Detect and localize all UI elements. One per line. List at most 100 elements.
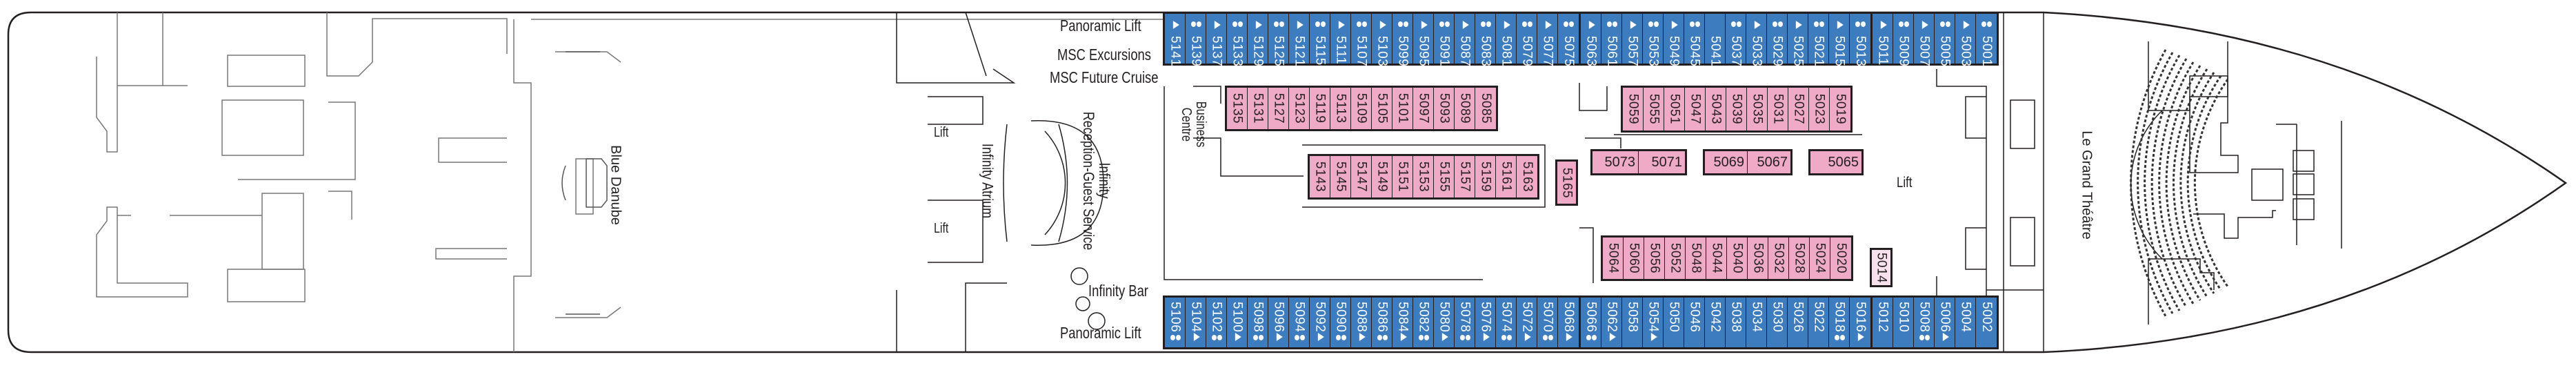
cabin[interactable]: 5035 <box>1747 88 1768 130</box>
cabin[interactable]: 5012 <box>1873 298 1893 347</box>
cabin[interactable]: 5085 <box>1475 88 1496 129</box>
cabin[interactable]: 5106 <box>1165 298 1186 347</box>
cabin[interactable]: 5044 <box>1706 238 1727 279</box>
cabin[interactable]: 5002 <box>1976 298 1997 347</box>
cabin[interactable]: 5082 <box>1413 298 1434 347</box>
cabin[interactable]: 5024 <box>1810 238 1830 279</box>
cabin[interactable]: 5111 <box>1330 14 1351 64</box>
cabin[interactable]: 5015 <box>1829 14 1850 66</box>
cabin[interactable]: 5145 <box>1330 156 1351 197</box>
cabin[interactable]: 5079 <box>1517 14 1537 66</box>
cabin[interactable]: 5084 <box>1392 298 1413 347</box>
cabin[interactable]: 5039 <box>1726 88 1747 130</box>
cabin[interactable]: 5119 <box>1310 88 1330 129</box>
cabin[interactable]: 5086 <box>1372 298 1392 347</box>
cabin[interactable]: 5094 <box>1289 298 1310 347</box>
cabin[interactable]: 5147 <box>1351 156 1372 197</box>
cabin[interactable]: 5107 <box>1351 14 1372 66</box>
cabin[interactable]: 5028 <box>1789 238 1810 279</box>
cabin[interactable]: 5041 <box>1705 14 1726 66</box>
cabin[interactable]: 5129 <box>1248 14 1268 66</box>
cabin[interactable]: 5061 <box>1601 14 1622 66</box>
cabin[interactable]: 5040 <box>1727 238 1748 279</box>
cabin[interactable]: 5013 <box>1850 14 1870 66</box>
cabin[interactable]: 5098 <box>1248 298 1268 347</box>
cabin[interactable]: 5068 <box>1558 298 1579 347</box>
cabin[interactable]: 5043 <box>1706 88 1726 130</box>
cabin[interactable]: 5101 <box>1392 88 1413 129</box>
cabin[interactable]: 5008 <box>1914 298 1935 347</box>
cabin[interactable]: 5097 <box>1413 88 1434 129</box>
cabin[interactable]: 5016 <box>1850 298 1870 347</box>
cabin[interactable]: 5059 <box>1623 88 1644 130</box>
cabin[interactable]: 5031 <box>1768 88 1788 130</box>
cabin[interactable]: 5004 <box>1955 298 1976 347</box>
cabin[interactable]: 5102 <box>1206 298 1227 347</box>
cabin[interactable]: 5069 <box>1705 151 1748 173</box>
cabin[interactable]: 5099 <box>1392 14 1413 66</box>
cabin[interactable]: 5078 <box>1455 298 1475 347</box>
cabin[interactable]: 5049 <box>1664 14 1684 66</box>
cabin[interactable]: 5046 <box>1684 298 1705 347</box>
cabin[interactable]: 5007 <box>1914 14 1935 66</box>
cabin[interactable]: 5067 <box>1748 151 1790 173</box>
cabin[interactable]: 5036 <box>1748 238 1768 279</box>
cabin[interactable]: 5137 <box>1206 14 1227 66</box>
cabin[interactable]: 5032 <box>1768 238 1789 279</box>
cabin[interactable]: 5074 <box>1496 298 1517 347</box>
cabin[interactable]: 5155 <box>1434 156 1455 197</box>
cabin[interactable]: 5092 <box>1310 298 1330 347</box>
cabin[interactable]: 5115 <box>1310 14 1330 66</box>
cabin[interactable]: 5080 <box>1434 298 1455 347</box>
cabin[interactable]: 5139 <box>1186 14 1206 66</box>
cabin[interactable]: 5022 <box>1808 298 1829 347</box>
cabin[interactable]: 5027 <box>1788 88 1809 130</box>
cabin[interactable]: 5051 <box>1664 88 1685 130</box>
cabin[interactable]: 5057 <box>1622 14 1643 66</box>
cabin[interactable]: 5159 <box>1475 156 1496 197</box>
cabin[interactable]: 5153 <box>1413 156 1434 197</box>
cabin[interactable]: 5089 <box>1455 88 1475 129</box>
cabin[interactable]: 5021 <box>1808 14 1829 66</box>
cabin[interactable]: 5045 <box>1684 14 1705 66</box>
cabin[interactable]: 5091 <box>1434 14 1455 66</box>
cabin[interactable]: 5034 <box>1746 298 1767 347</box>
cabin[interactable]: 5143 <box>1310 156 1330 197</box>
cabin[interactable]: 5053 <box>1643 14 1664 66</box>
cabin[interactable]: 5003 <box>1955 14 1976 66</box>
cabin[interactable]: 5093 <box>1434 88 1455 129</box>
cabin[interactable]: 5127 <box>1268 88 1289 129</box>
cabin[interactable]: 5141 <box>1165 14 1186 66</box>
cabin[interactable]: 5123 <box>1289 88 1310 129</box>
cabin[interactable]: 5088 <box>1351 298 1372 347</box>
cabin[interactable]: 5005 <box>1935 14 1955 66</box>
cabin[interactable]: 5009 <box>1893 14 1914 66</box>
cabin[interactable]: 5133 <box>1227 14 1248 66</box>
cabin[interactable]: 5100 <box>1227 298 1248 347</box>
cabin[interactable]: 5081 <box>1496 14 1517 66</box>
cabin[interactable]: 5019 <box>1830 88 1850 130</box>
cabin[interactable]: 5095 <box>1413 14 1434 66</box>
cabin[interactable]: 5066 <box>1581 298 1601 347</box>
cabin[interactable]: 5050 <box>1664 298 1684 347</box>
cabin[interactable]: 5105 <box>1372 88 1392 129</box>
cabin[interactable]: 5104 <box>1186 298 1206 347</box>
cabin[interactable]: 5048 <box>1686 238 1706 279</box>
cabin[interactable]: 5083 <box>1475 14 1496 66</box>
cabin[interactable]: 5001 <box>1976 14 1997 66</box>
cabin[interactable]: 5060 <box>1624 238 1644 279</box>
cabin[interactable]: 5037 <box>1726 14 1746 66</box>
cabin[interactable]: 5071 <box>1639 151 1685 173</box>
cabin[interactable]: 5010 <box>1893 298 1914 347</box>
cabin[interactable]: 5030 <box>1767 298 1788 347</box>
cabin[interactable]: 5070 <box>1537 298 1558 347</box>
cabin[interactable]: 5055 <box>1644 88 1664 130</box>
cabin[interactable]: 5052 <box>1665 238 1686 279</box>
cabin[interactable]: 5063 <box>1581 14 1601 66</box>
cabin[interactable]: 5076 <box>1475 298 1496 347</box>
cabin[interactable]: 5090 <box>1330 298 1351 347</box>
cabin[interactable]: 5087 <box>1455 14 1475 66</box>
cabin[interactable]: 5077 <box>1537 14 1558 66</box>
cabin[interactable]: 5025 <box>1788 14 1808 66</box>
cabin[interactable]: 5096 <box>1268 298 1289 347</box>
